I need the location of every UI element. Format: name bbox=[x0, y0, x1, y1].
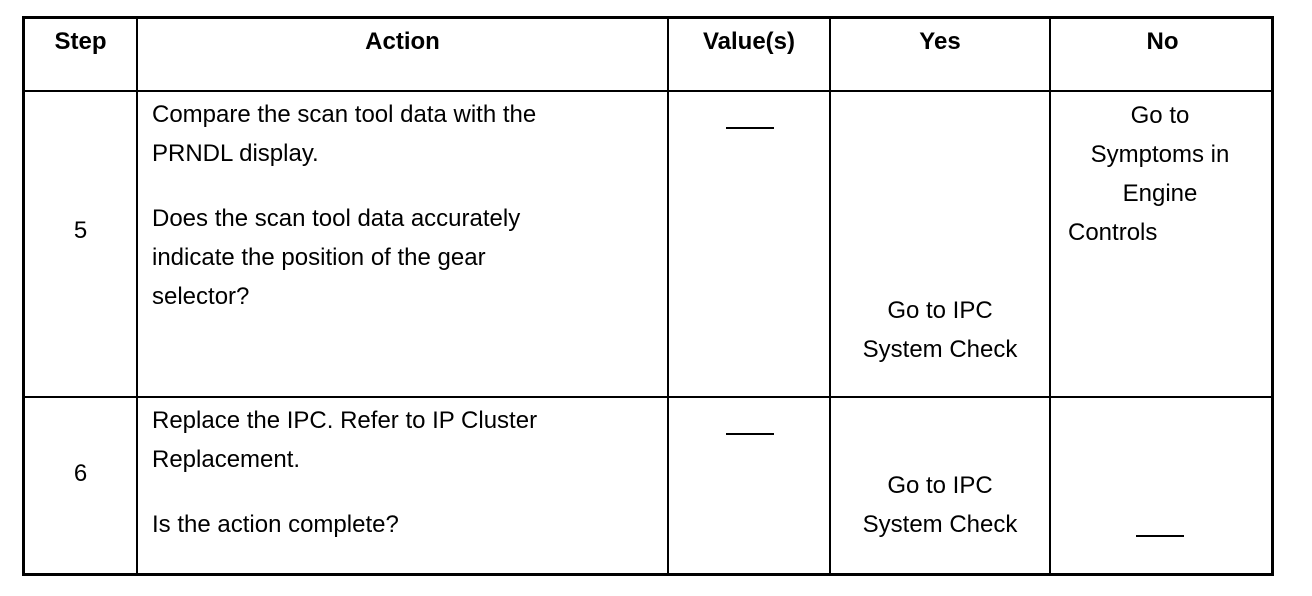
action-text: PRNDL display. bbox=[152, 140, 319, 167]
empty-value-dash bbox=[726, 127, 774, 129]
column-divider bbox=[829, 19, 831, 573]
action-question: selector? bbox=[152, 283, 250, 310]
header-no: No bbox=[1146, 28, 1179, 55]
yes-result: System Check bbox=[862, 336, 1018, 363]
step-number: 6 bbox=[73, 460, 88, 487]
no-result: Engine bbox=[1122, 180, 1198, 207]
yes-result: Go to IPC bbox=[887, 297, 993, 324]
action-text: Replace the IPC. Refer to IP Cluster bbox=[152, 407, 538, 434]
column-divider bbox=[136, 19, 138, 573]
no-result: Symptoms in bbox=[1090, 141, 1230, 168]
header-action: Action bbox=[365, 28, 440, 55]
yes-result: Go to IPC bbox=[887, 472, 993, 499]
action-question: indicate the position of the gear bbox=[152, 244, 486, 271]
header-step: Step bbox=[54, 28, 107, 55]
action-text: Compare the scan tool data with the bbox=[152, 101, 537, 128]
row-divider bbox=[25, 90, 1271, 92]
column-divider bbox=[667, 19, 669, 573]
row-divider bbox=[25, 396, 1271, 398]
column-divider bbox=[1049, 19, 1051, 573]
yes-result: System Check bbox=[862, 511, 1018, 538]
no-result: Controls bbox=[1068, 219, 1158, 246]
header-yes: Yes bbox=[919, 28, 961, 55]
empty-no-dash bbox=[1136, 535, 1184, 537]
action-question: Is the action complete? bbox=[152, 511, 399, 538]
diagnostic-table: Step Action Value(s) Yes No 5 Compare th… bbox=[22, 16, 1274, 576]
action-text: Replacement. bbox=[152, 446, 301, 473]
no-result: Go to bbox=[1130, 102, 1190, 129]
action-question: Does the scan tool data accurately bbox=[152, 205, 521, 232]
header-values: Value(s) bbox=[702, 28, 796, 55]
empty-value-dash bbox=[726, 433, 774, 435]
step-number: 5 bbox=[73, 217, 88, 244]
